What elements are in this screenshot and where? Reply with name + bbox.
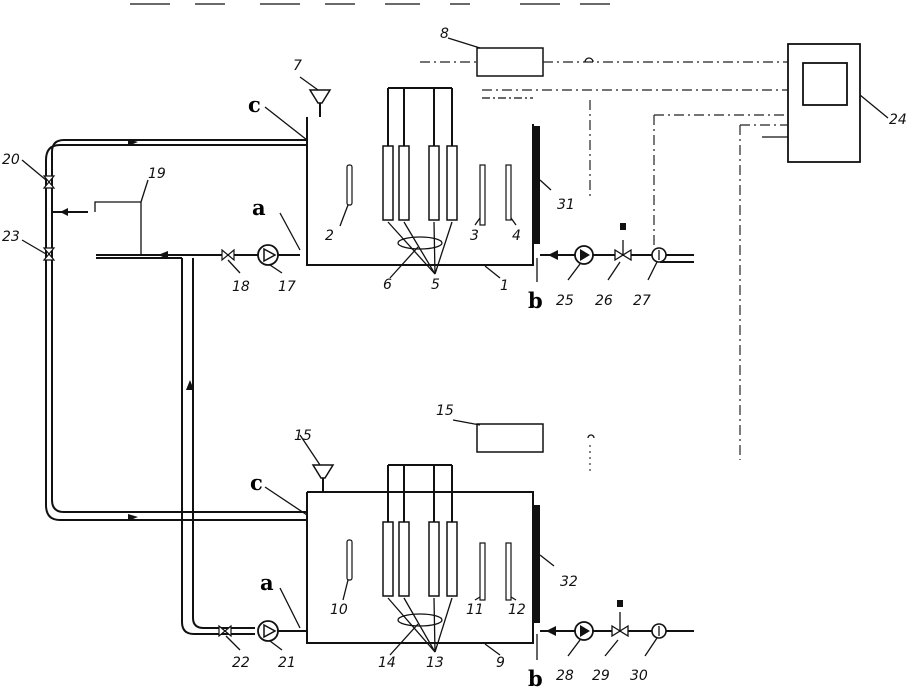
label-8: 8 <box>440 26 449 42</box>
leader-lines <box>21 37 658 660</box>
label-22: 22 <box>232 655 250 671</box>
label-28: 28 <box>556 668 574 684</box>
label-14: 14 <box>378 655 396 671</box>
port-a-lower: a <box>260 570 274 595</box>
upper-tank <box>306 87 540 266</box>
labels: 1 2 3 4 5 6 7 8 19 20 23 18 17 31 25 26 … <box>2 26 907 690</box>
label-19: 19 <box>148 166 166 182</box>
label-4: 4 <box>512 228 521 244</box>
label-6: 6 <box>383 277 392 293</box>
label-31: 31 <box>557 197 575 213</box>
label-17: 17 <box>278 279 296 295</box>
label-13: 13 <box>426 655 444 671</box>
label-24: 24 <box>889 112 907 128</box>
label-12: 12 <box>508 602 526 618</box>
label-10: 10 <box>330 602 348 618</box>
label-5: 5 <box>431 277 440 293</box>
label-29: 29 <box>592 668 610 684</box>
port-c-upper: c <box>248 92 261 117</box>
label-15-box: 15 <box>436 403 454 419</box>
signal-lines <box>482 57 788 475</box>
label-27: 27 <box>633 293 651 309</box>
label-21: 21 <box>278 655 296 671</box>
label-2: 2 <box>325 228 334 244</box>
controller-24 <box>787 43 889 163</box>
label-9: 9 <box>496 655 505 671</box>
label-25: 25 <box>556 293 574 309</box>
label-3: 3 <box>470 228 479 244</box>
label-32: 32 <box>560 574 578 590</box>
port-b-lower: b <box>528 666 543 690</box>
port-b-upper: b <box>528 288 543 313</box>
lower-tank <box>306 464 540 644</box>
label-26: 26 <box>595 293 613 309</box>
controller-box-15 <box>476 423 544 453</box>
lower-outlet-line <box>540 600 694 641</box>
label-30: 30 <box>630 668 648 684</box>
label-15-funnel: 15 <box>294 428 312 444</box>
port-c-lower: c <box>250 470 263 495</box>
label-1: 1 <box>500 278 509 294</box>
piping-network <box>42 139 307 642</box>
upper-outlet-line <box>540 223 694 265</box>
label-18: 18 <box>232 279 250 295</box>
port-a-upper: a <box>252 195 266 220</box>
label-11: 11 <box>466 602 484 618</box>
label-23: 23 <box>2 229 20 245</box>
label-20: 20 <box>2 152 20 168</box>
controller-box-8 <box>476 47 544 77</box>
label-7: 7 <box>293 58 302 74</box>
